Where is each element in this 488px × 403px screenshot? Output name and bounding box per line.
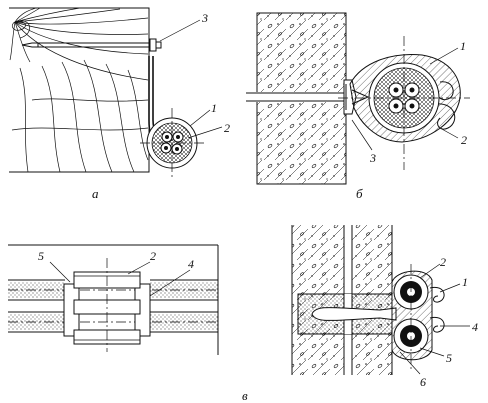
callout-a-2: 2 bbox=[224, 121, 230, 135]
clip-tongue bbox=[311, 307, 397, 321]
cable-lower bbox=[8, 311, 218, 333]
callout-b-3: 3 bbox=[369, 151, 376, 165]
callout-vr-1: 1 bbox=[462, 275, 468, 289]
callout-vl-5: 5 bbox=[38, 249, 44, 263]
callout-vr-5: 5 bbox=[446, 351, 452, 365]
panel-v-right: 2 1 4 5 6 bbox=[291, 225, 478, 389]
callout-a-3: 3 bbox=[201, 11, 208, 25]
callout-vl-4: 4 bbox=[188, 257, 194, 271]
callout-vl-2: 2 bbox=[150, 249, 156, 263]
panel-v-left: 5 2 4 bbox=[8, 244, 219, 355]
callout-a-1: 1 bbox=[211, 101, 217, 115]
callout-vr-2: 2 bbox=[440, 255, 446, 269]
callout-vr-4: 4 bbox=[472, 320, 478, 334]
timber-wall bbox=[9, 7, 150, 173]
callout-b-1: 1 bbox=[460, 39, 466, 53]
panel-a: 3 1 2 а bbox=[9, 7, 230, 201]
caption-b: б bbox=[356, 186, 363, 201]
caption-a: а bbox=[92, 186, 99, 201]
caption-v: в bbox=[242, 388, 248, 403]
callout-b-2: 2 bbox=[461, 133, 467, 147]
nail bbox=[21, 38, 162, 52]
callout-vr-6: 6 bbox=[420, 375, 426, 389]
panel-b: 1 3 2 б bbox=[246, 12, 470, 201]
